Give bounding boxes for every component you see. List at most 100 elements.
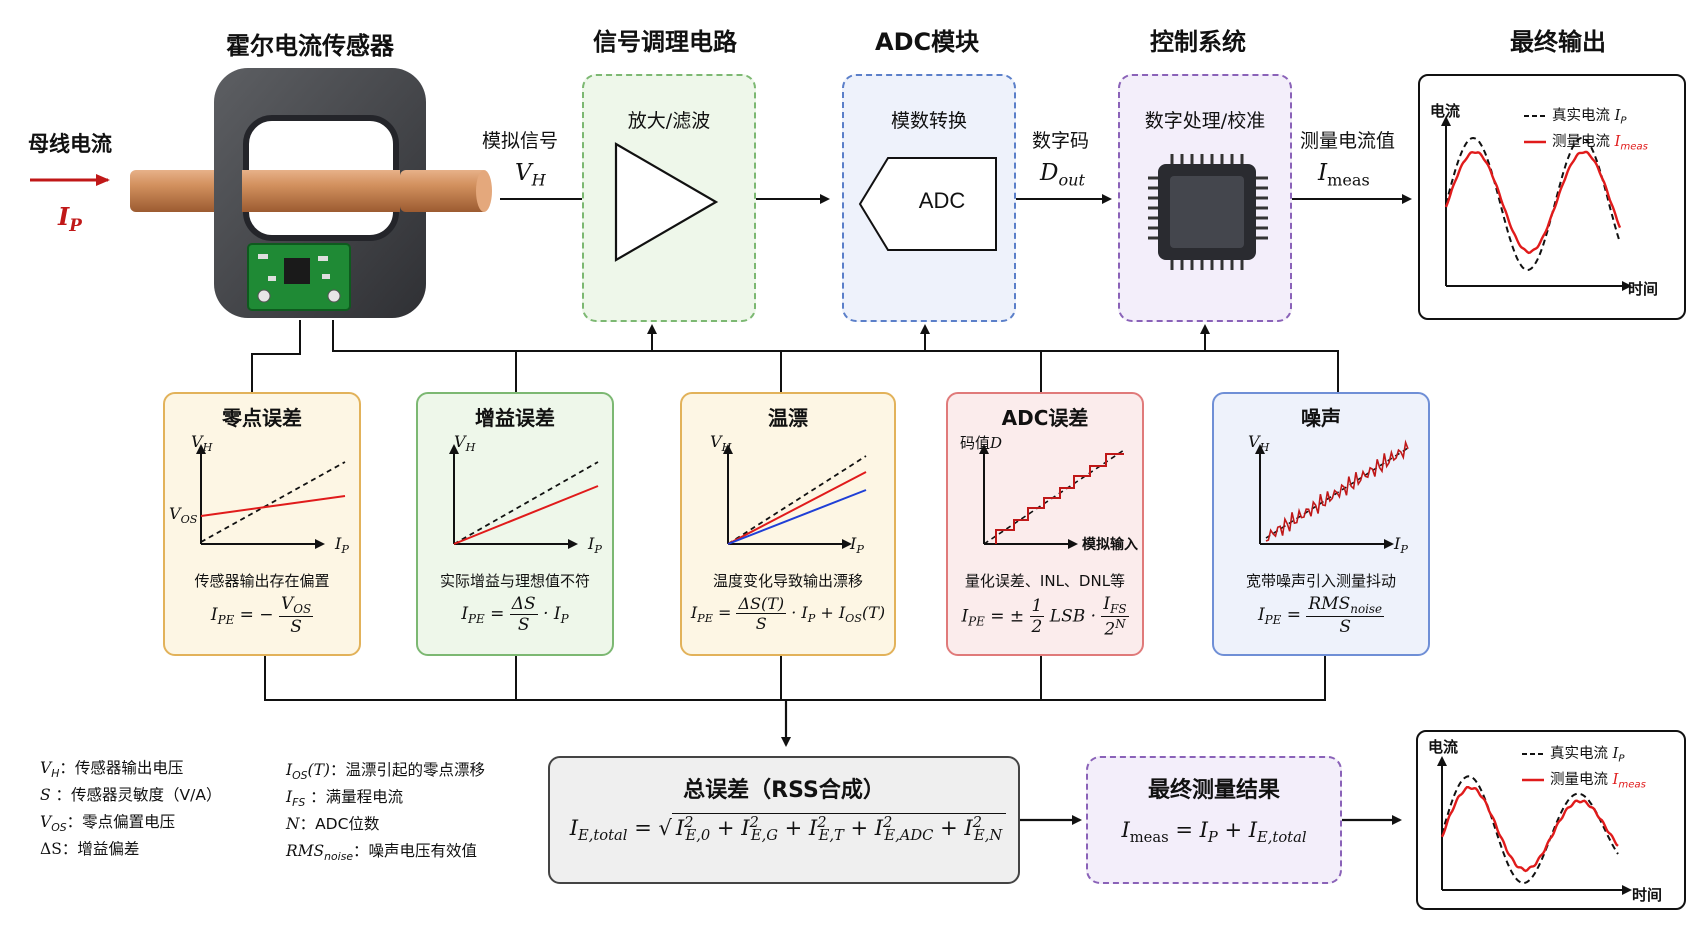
output-plot-bottom-svg xyxy=(1437,753,1632,895)
measured-current-symbol: Imeas xyxy=(1318,160,1370,190)
drift-error-formula: IPE = ΔS(T)S · IP + IOS(T) xyxy=(690,594,886,633)
measured-current-label: 测量电流值 xyxy=(1300,130,1396,152)
analog-signal-label: 模拟信号 xyxy=(482,130,559,152)
control-block: 数字处理/校准 xyxy=(1118,74,1292,322)
zero-offset-label: VOS xyxy=(169,504,198,526)
measured-current-curve xyxy=(1440,786,1619,873)
error-title: 噪声 xyxy=(1301,406,1341,430)
busbar-symbol: IP xyxy=(58,202,82,235)
output-plot-y-label: 电流 xyxy=(1430,102,1461,120)
stage-title-sensor: 霍尔电流传感器 xyxy=(226,32,394,60)
drift-line-hot xyxy=(727,471,867,545)
definition-item: S ：传感器灵敏度（V/A） xyxy=(40,786,222,804)
true-current-curve xyxy=(1445,136,1621,272)
output-plot-x-label: 时间 xyxy=(1632,886,1663,904)
definition-item: ΔS：增益偏差 xyxy=(40,840,140,858)
digital-code-label: 数字码 xyxy=(1032,130,1090,152)
conditioning-block: 放大/滤波 xyxy=(582,74,756,322)
stage-title-adc: ADC模块 xyxy=(875,28,980,56)
drift-line-cold xyxy=(727,489,867,545)
mcu-chip-icon xyxy=(1148,154,1268,270)
noisy-signal-line xyxy=(1265,439,1409,542)
total-error-formula: IE,total = √I2E,0 + I2E,G + I2E,T + I2E,… xyxy=(568,813,1008,844)
zero-y-axis-label: VH xyxy=(191,432,213,454)
drift-x-axis-label: IP xyxy=(850,534,864,556)
quantization-staircase xyxy=(995,453,1124,544)
definitions-left: VH：传感器输出电压 S ：传感器灵敏度（V/A） VOS：零点偏置电压 ΔS：… xyxy=(40,756,221,864)
noise-error-plot xyxy=(1255,439,1409,549)
output-plot-bottom: 电流 时间 真实电流 IP 测量电流 Imeas xyxy=(1416,730,1686,910)
output-plot-top: 电流 时间 真实电流 IP 测量电流 Imeas xyxy=(1418,74,1686,320)
ideal-line xyxy=(727,455,867,545)
noise-y-axis-label: VH xyxy=(1248,432,1270,454)
digital-code-symbol: Dout xyxy=(1040,160,1085,190)
hall-sensor-illustration xyxy=(130,68,492,318)
adc-chip-text: ADC xyxy=(918,188,966,213)
copper-busbar-middle xyxy=(242,170,400,212)
error-description: 实际增益与理想值不符 xyxy=(439,572,590,590)
legend-true-label: 真实电流 IP xyxy=(1552,108,1627,127)
error-box-drift: 温漂 VH IP 温度变化导致输出漂移 IPE = ΔS(T)S · IP + … xyxy=(680,392,896,656)
adc-y-axis-label: 码值D xyxy=(960,434,1003,452)
output-plot-y-label: 电流 xyxy=(1428,738,1459,756)
output-plot-x-label: 时间 xyxy=(1628,280,1659,298)
definition-item: IOS(T)：温漂引起的零点漂移 xyxy=(286,761,485,782)
stage-title-control: 控制系统 xyxy=(1150,28,1246,56)
measured-current-curve xyxy=(1444,150,1622,255)
definition-item: IFS ：满量程电流 xyxy=(286,788,404,809)
error-title: ADC误差 xyxy=(1001,406,1089,430)
error-title: 增益误差 xyxy=(475,406,555,430)
stage-title-output: 最终输出 xyxy=(1510,28,1606,56)
ideal-line xyxy=(453,461,599,545)
adc-error-plot xyxy=(979,444,1125,549)
zero-x-axis-label: IP xyxy=(335,534,349,556)
definition-item: RMSnoise：噪声电压有效值 xyxy=(286,842,478,863)
error-title: 零点误差 xyxy=(222,406,302,430)
error-title: 温漂 xyxy=(768,406,808,430)
definition-item: VH：传感器输出电压 xyxy=(40,759,184,780)
stage-title-conditioning: 信号调理电路 xyxy=(593,28,737,56)
final-result-box: 最终测量结果 Imeas = IP + IE,total xyxy=(1086,756,1342,884)
definition-item: VOS：零点偏置电压 xyxy=(40,813,176,834)
noise-x-axis-label: IP xyxy=(1394,534,1408,556)
total-error-box: 总误差（RSS合成） IE,total = √I2E,0 + I2E,G + I… xyxy=(548,756,1020,884)
zero-error-plot xyxy=(196,444,346,549)
error-description: 宽带噪声引入测量抖动 xyxy=(1245,572,1396,590)
busbar-label: 母线电流 xyxy=(28,132,112,156)
adc-block: 模数转换 ADC xyxy=(842,74,1016,322)
analog-signal-symbol: VH xyxy=(515,160,546,190)
gain-y-axis-label: VH xyxy=(454,432,476,454)
copper-busbar-right xyxy=(400,170,488,212)
ideal-line xyxy=(200,461,346,543)
definition-item: N：ADC位数 xyxy=(286,815,380,833)
true-current-curve xyxy=(1441,775,1619,885)
drift-y-axis-label: VH xyxy=(710,432,732,454)
legend-meas-label: 测量电流 Imeas xyxy=(1552,134,1648,153)
gain-x-axis-label: IP xyxy=(588,534,602,556)
adc-chip-icon xyxy=(858,157,997,251)
offset-line xyxy=(200,495,346,517)
adc-conversion-label: 模数转换 xyxy=(890,110,967,132)
drift-error-plot xyxy=(723,444,867,549)
actual-gain-line xyxy=(453,485,599,545)
total-error-title: 总误差（RSS合成） xyxy=(683,778,885,803)
legend-true-label: 真实电流 IP xyxy=(1550,746,1625,765)
definitions-right: IOS(T)：温漂引起的零点漂移 IFS ：满量程电流 N：ADC位数 RMSn… xyxy=(286,758,485,866)
final-result-title: 最终测量结果 xyxy=(1147,778,1280,803)
output-plot-top-svg xyxy=(1441,115,1632,291)
error-description: 量化误差、INL、DNL等 xyxy=(964,572,1126,590)
gain-error-plot xyxy=(449,444,599,549)
hall-ic-chip xyxy=(284,258,310,284)
error-description: 传感器输出存在偏置 xyxy=(194,572,330,590)
amplifier-icon xyxy=(614,142,719,262)
